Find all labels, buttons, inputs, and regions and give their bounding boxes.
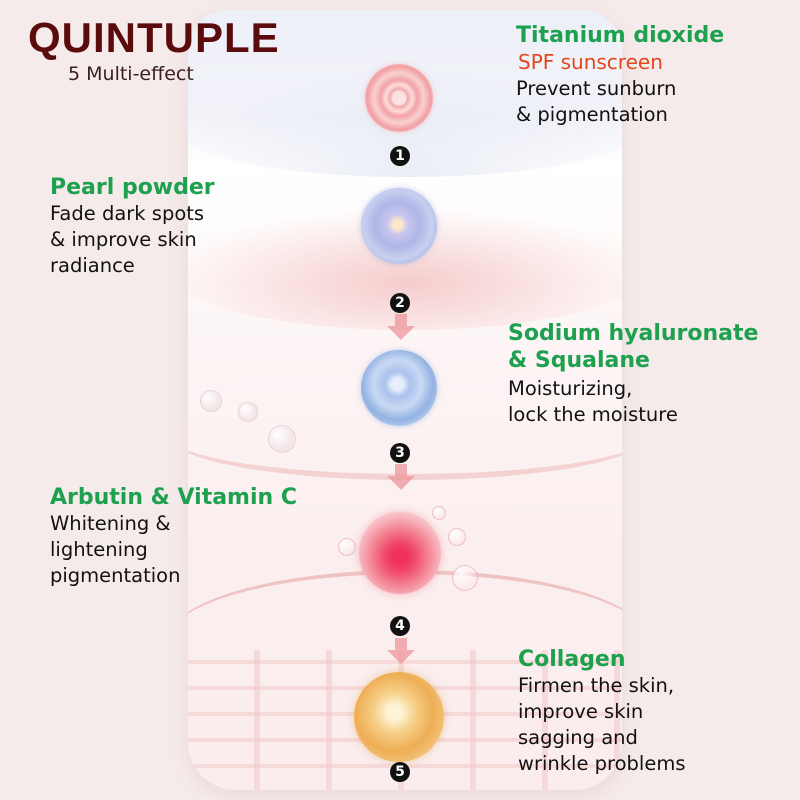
ingredient-description-line: sagging and bbox=[518, 726, 638, 749]
ingredient-description-line: Whitening & bbox=[50, 512, 171, 535]
arrow-down-icon bbox=[387, 314, 415, 340]
ingredient-description-line: Fade dark spots bbox=[50, 202, 205, 225]
ingredient-block-titanium-dioxide: Titanium dioxide SPF sunscreen Prevent s… bbox=[516, 22, 724, 128]
ingredient-description-line: Prevent sunburn bbox=[516, 77, 677, 100]
golden-collagen-orb-icon bbox=[354, 672, 444, 762]
step-number-badge: 4 bbox=[390, 616, 410, 636]
bubble-icon bbox=[448, 528, 466, 546]
ingredient-name: Pearl powder bbox=[50, 175, 215, 200]
ingredient-name: & Squalane bbox=[508, 348, 650, 373]
ingredient-highlight: SPF sunscreen bbox=[518, 50, 663, 74]
step-number-badge: 3 bbox=[390, 443, 410, 463]
bubble-icon bbox=[338, 538, 356, 556]
bubble-icon bbox=[452, 565, 478, 591]
page-subtitle: 5 Multi-effect bbox=[68, 63, 194, 85]
ingredient-description-line: lightening bbox=[50, 538, 148, 561]
ingredient-name: Arbutin & Vitamin C bbox=[50, 485, 297, 510]
ingredient-block-sodium-hyaluronate-squalane: Sodium hyaluronate & Squalane Moisturizi… bbox=[508, 320, 758, 428]
ingredient-block-pearl-powder: Pearl powder Fade dark spots & improve s… bbox=[50, 174, 215, 279]
red-honeycomb-orb-icon bbox=[359, 512, 441, 594]
step-number-badge: 1 bbox=[390, 146, 410, 166]
ingredient-description-line: Firmen the skin, bbox=[518, 674, 675, 697]
molecule-icon bbox=[200, 390, 222, 412]
arrow-down-icon bbox=[387, 638, 415, 664]
ingredient-description-line: Moisturizing, bbox=[508, 377, 633, 400]
page-title: QUINTUPLE bbox=[28, 14, 280, 61]
ingredient-description-line: pigmentation bbox=[50, 564, 181, 587]
ingredient-description-line: lock the moisture bbox=[508, 403, 678, 426]
ingredient-block-arbutin-vitamin-c: Arbutin & Vitamin C Whitening & lighteni… bbox=[50, 484, 297, 589]
ingredient-description-line: improve skin bbox=[518, 700, 644, 723]
arrow-down-icon bbox=[387, 464, 415, 490]
ingredient-block-collagen: Collagen Firmen the skin, improve skin s… bbox=[518, 646, 686, 777]
blue-hydration-orb-icon bbox=[361, 350, 437, 426]
ingredient-description-line: & improve skin bbox=[50, 228, 197, 251]
molecule-icon bbox=[268, 425, 296, 453]
bubble-icon bbox=[432, 506, 446, 520]
ingredient-name: Collagen bbox=[518, 647, 626, 672]
pink-gel-orb-icon bbox=[365, 64, 433, 132]
ingredient-name: Titanium dioxide bbox=[516, 23, 725, 48]
ingredient-description-line: radiance bbox=[50, 254, 135, 277]
step-number-badge: 5 bbox=[390, 762, 410, 782]
ingredient-description-line: & pigmentation bbox=[516, 103, 668, 126]
molecule-icon bbox=[238, 402, 258, 422]
step-number-badge: 2 bbox=[390, 293, 410, 313]
ingredient-name: Sodium hyaluronate bbox=[508, 321, 759, 346]
ingredient-description-line: wrinkle problems bbox=[518, 752, 686, 775]
lavender-pearl-orb-icon bbox=[361, 188, 437, 264]
